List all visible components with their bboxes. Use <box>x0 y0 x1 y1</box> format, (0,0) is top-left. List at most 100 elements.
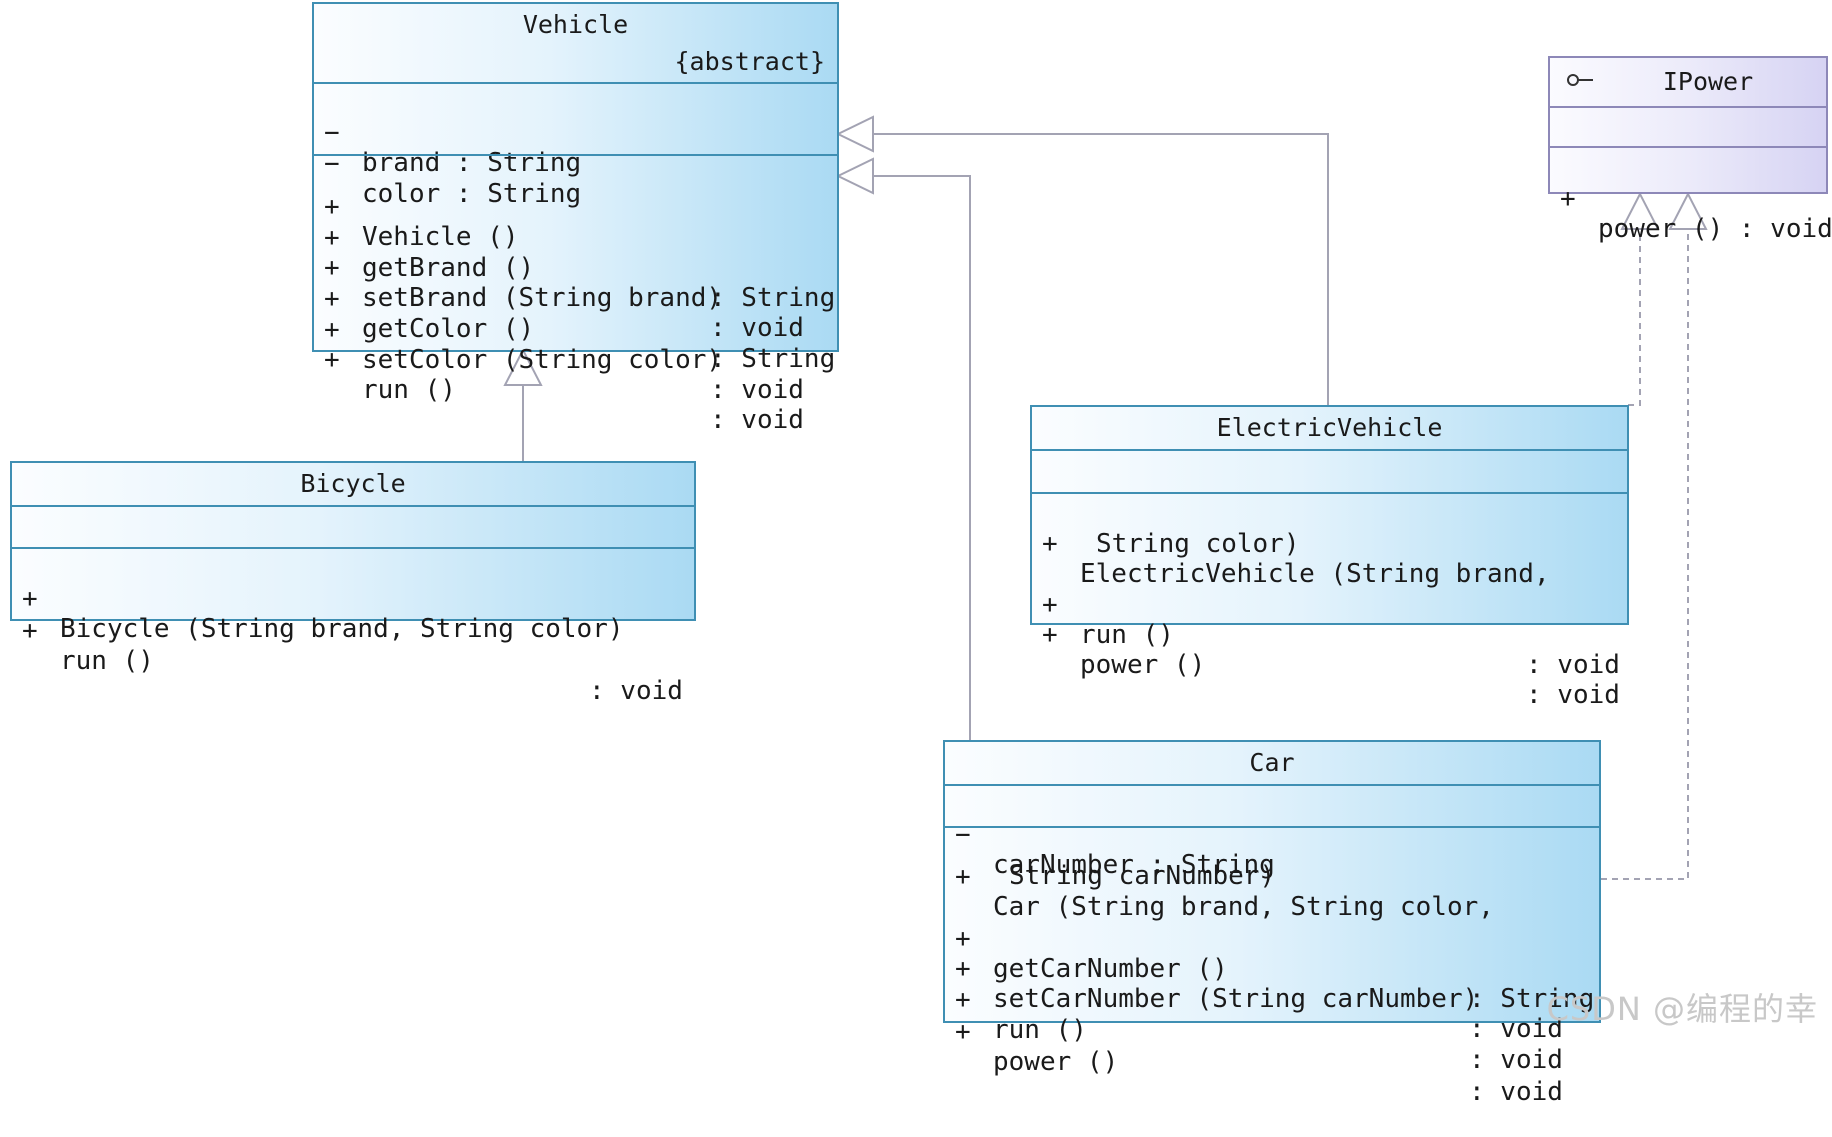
uml-class-diagram: Vehicle {abstract} − brand : String − co… <box>10 2 1832 1107</box>
car-name-compartment: Car <box>945 742 1599 784</box>
ipower-attributes-compartment <box>1550 106 1826 146</box>
operation-row: + power () : void <box>945 987 1599 1107</box>
vehicle-name-compartment: Vehicle {abstract} <box>314 4 837 82</box>
operation-return-type: : void <box>1526 650 1620 680</box>
operation-return-type: : void <box>710 405 804 435</box>
operation-signature: getColor () <box>362 314 535 344</box>
watermark: CSDN @编程的幸 <box>1546 990 1818 1028</box>
operation-row: + power () : void <box>1032 590 1627 710</box>
attribute-text: brand : String <box>362 148 582 178</box>
ipower-name-compartment: IPower <box>1550 58 1826 106</box>
operation-signature: Bicycle (String brand, String color) <box>60 614 624 644</box>
attribute-row: − carNumber : String <box>945 790 1599 880</box>
visibility-public: + <box>22 584 38 614</box>
visibility-public: + <box>324 315 340 345</box>
electric-vehicle-operations-compartment: + ElectricVehicle (String brand, String … <box>1032 492 1627 710</box>
operation-row: + getBrand () : String <box>314 193 837 313</box>
operation-signature: setCarNumber (String carNumber) <box>993 984 1479 1014</box>
visibility-public: + <box>1560 184 1576 214</box>
operation-row: + run () : void <box>945 955 1599 1075</box>
car-generalization-arrowhead <box>835 157 874 195</box>
operation-return-type: : String <box>1469 984 1595 1014</box>
visibility-public: + <box>955 924 971 954</box>
visibility-public: + <box>955 1017 971 1047</box>
operation-row: + Bicycle (String brand, String color) <box>12 554 694 644</box>
class-vehicle[interactable]: Vehicle {abstract} − brand : String − co… <box>312 2 839 435</box>
class-name: IPower <box>1662 67 1754 96</box>
operation-return-type: : String <box>710 283 836 313</box>
operation-signature: power () <box>1080 650 1206 680</box>
operation-signature: setColor (String color) <box>362 345 723 375</box>
operation-return-type: : void <box>1469 1077 1563 1107</box>
ipower-operations-compartment: + power () : void <box>1550 146 1832 244</box>
operation-signature-continuation: String carNumber) <box>1009 861 1276 891</box>
operation-row: + run () : void <box>314 315 837 435</box>
operation-return-type: : void <box>1469 1045 1563 1075</box>
class-name: Bicycle <box>300 469 406 498</box>
visibility-public: + <box>324 192 340 222</box>
bicycle-operations-compartment: + Bicycle (String brand, String color) +… <box>12 547 694 706</box>
visibility-public: + <box>1042 620 1058 650</box>
operation-row: + Vehicle () <box>314 162 837 252</box>
operation-signature-continuation: String color) <box>1096 529 1300 559</box>
bicycle-name-compartment: Bicycle <box>12 463 694 505</box>
car-attributes-compartment: − carNumber : String <box>945 784 1599 880</box>
operation-row: + getColor () : String <box>314 254 837 374</box>
class-bicycle[interactable]: Bicycle + Bicycle (String brand, String … <box>10 461 696 706</box>
interface-lollipop-icon <box>1567 74 1593 86</box>
visibility-public: + <box>955 954 971 984</box>
electric-vehicle-name-compartment: ElectricVehicle <box>1032 407 1627 449</box>
visibility-public: + <box>1042 590 1058 620</box>
class-car[interactable]: Car − carNumber : String + Car (String b… <box>943 740 1601 1107</box>
visibility-public: + <box>1042 529 1058 559</box>
vehicle-operations-compartment: + Vehicle () + getBrand () : String + se… <box>314 154 837 435</box>
electric-vehicle-generalization-line <box>873 133 1329 405</box>
electric-vehicle-generalization-arrowhead <box>835 115 874 153</box>
operation-signature: getCarNumber () <box>993 954 1228 984</box>
operation-row: + getCarNumber () : String <box>945 894 1599 1014</box>
attribute-row: − color : String <box>314 119 837 209</box>
class-name: Car <box>1249 748 1295 777</box>
operation-row: + Car (String brand, String color, <box>945 832 1599 922</box>
operation-signature: power () <box>993 1047 1119 1077</box>
operation-row: + run () : void <box>1032 560 1627 680</box>
visibility-public: + <box>324 223 340 253</box>
operation-signature: run () <box>1080 620 1174 650</box>
visibility-private: − <box>324 149 340 179</box>
operation-return-type: : void <box>1526 680 1620 710</box>
operation-signature: run () <box>60 646 154 676</box>
class-name: ElectricVehicle <box>1216 413 1443 442</box>
visibility-private: − <box>324 118 340 148</box>
electric-vehicle-attributes-compartment <box>1032 449 1627 492</box>
operation-row: + setCarNumber (String carNumber) : void <box>945 924 1599 1044</box>
vehicle-attributes-compartment: − brand : String − color : String <box>314 82 837 209</box>
car-generalization-line <box>873 175 971 740</box>
operation-row: + run () : void <box>12 586 694 706</box>
class-name: Vehicle <box>522 10 629 39</box>
operation-signature: run () <box>362 375 456 405</box>
operation-row: + ElectricVehicle (String brand, <box>1032 499 1627 589</box>
bicycle-attributes-compartment <box>12 505 694 547</box>
attribute-text: color : String <box>362 179 582 209</box>
operation-row: + setBrand (String brand) : void <box>314 223 837 343</box>
class-electric-vehicle[interactable]: ElectricVehicle + ElectricVehicle (Strin… <box>1030 405 1629 710</box>
operation-return-type: : void <box>710 313 804 343</box>
car-operations-compartment: + Car (String brand, String color, Strin… <box>945 826 1599 1107</box>
attribute-text: carNumber : String <box>993 850 1275 880</box>
abstract-stereotype: {abstract} <box>674 47 825 76</box>
operation-return-type: : void <box>710 375 804 405</box>
operation-signature: getBrand () <box>362 253 535 283</box>
visibility-public: + <box>324 345 340 375</box>
operation-signature: Car (String brand, String color, <box>993 892 1494 922</box>
operation-signature: power () : void <box>1598 214 1832 244</box>
operation-signature: setBrand (String brand) <box>362 283 723 313</box>
interface-ipower[interactable]: IPower + power () : void <box>1548 56 1832 244</box>
operation-signature: ElectricVehicle (String brand, <box>1080 559 1550 589</box>
operation-return-type: : void <box>589 676 683 706</box>
visibility-public: + <box>955 985 971 1015</box>
visibility-public: + <box>324 284 340 314</box>
operation-return-type: : String <box>710 344 836 374</box>
visibility-public: + <box>22 616 38 646</box>
operation-row: + power () : void <box>1550 154 1832 244</box>
visibility-public: + <box>955 862 971 892</box>
